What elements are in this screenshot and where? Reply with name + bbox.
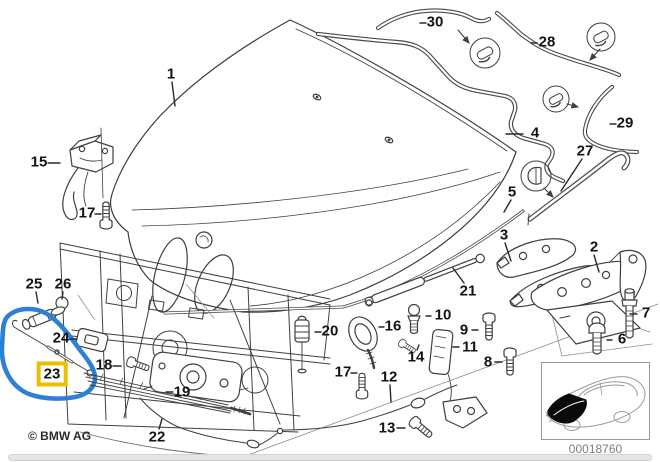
part-label-12[interactable]: 12 xyxy=(380,368,398,386)
highlight-loop xyxy=(0,306,98,401)
grommet-26 xyxy=(50,296,69,322)
part-label-14[interactable]: 14 xyxy=(407,348,425,366)
part-label-19[interactable]: 19 xyxy=(173,383,191,401)
hinge-2 xyxy=(530,249,647,345)
hood-outline xyxy=(109,19,517,314)
part-label-15[interactable]: 15 xyxy=(30,153,48,171)
bolt-9 xyxy=(482,312,496,341)
gas-strut-21 xyxy=(364,253,485,307)
key-16 xyxy=(348,316,378,370)
part-label-16[interactable]: 16 xyxy=(384,317,402,335)
weatherstrip-30 xyxy=(375,8,492,31)
weatherstrip-5 xyxy=(163,209,525,315)
bolt-6 xyxy=(588,322,606,355)
part-label-22[interactable]: 22 xyxy=(148,428,166,446)
part-label-4[interactable]: 4 xyxy=(530,124,540,142)
part-label-17a[interactable]: 17 xyxy=(78,204,96,222)
leader-lines xyxy=(35,22,638,430)
rod-23 xyxy=(12,320,94,377)
part-label-30[interactable]: 30 xyxy=(426,13,444,31)
rubber-buffer-20 xyxy=(294,315,310,374)
part-label-17b[interactable]: 17 xyxy=(334,363,352,381)
weatherstrip-29 xyxy=(582,84,640,155)
part-label-11[interactable]: 11 xyxy=(462,338,478,356)
part-label-24[interactable]: 24 xyxy=(52,329,70,347)
part-label-3[interactable]: 3 xyxy=(499,226,509,244)
horizontal-scrollbar[interactable] xyxy=(8,454,652,461)
part-label-13[interactable]: 13 xyxy=(378,419,396,437)
part-label-9[interactable]: 9 xyxy=(459,321,469,339)
highlighted-hood-area xyxy=(546,393,587,424)
part-label-6[interactable]: 6 xyxy=(617,330,627,348)
vehicle-thumbnail xyxy=(541,362,650,440)
diagram-number: 00018760 xyxy=(568,442,623,456)
cable-assembly xyxy=(83,372,458,449)
part-label-27[interactable]: 27 xyxy=(576,142,594,160)
vehicle-thumbnail-art xyxy=(545,376,646,431)
part-label-7[interactable]: 7 xyxy=(641,304,651,322)
bolt-17b xyxy=(355,372,369,400)
part-label-21[interactable]: 21 xyxy=(459,282,477,300)
detail-callout-strip-end-3 xyxy=(542,85,580,113)
release-lever-11 xyxy=(428,328,488,429)
part-label-28[interactable]: 28 xyxy=(538,33,556,51)
detail-callout-strip-end-1 xyxy=(457,29,501,69)
bolt-8 xyxy=(503,347,517,376)
weatherstrip-4 xyxy=(315,31,566,184)
ball-pin-10 xyxy=(407,303,421,335)
part-label-18[interactable]: 18 xyxy=(95,356,113,374)
part-label-2[interactable]: 2 xyxy=(589,238,599,256)
hood-lock-19 xyxy=(143,351,249,403)
detail-callout-clip xyxy=(520,160,554,198)
part-label-26[interactable]: 26 xyxy=(54,275,72,293)
weatherstrip-28 xyxy=(494,10,622,78)
copyright-text: © BMW AG xyxy=(28,429,92,443)
part-label-29[interactable]: 29 xyxy=(616,114,634,132)
detail-callout-strip-end-2 xyxy=(586,22,616,61)
part-label-10[interactable]: 10 xyxy=(434,306,452,324)
safety-catch-15 xyxy=(62,127,114,221)
part-label-23[interactable]: 23 xyxy=(36,361,68,387)
part-label-5[interactable]: 5 xyxy=(507,183,517,201)
part-label-1[interactable]: 1 xyxy=(166,65,176,83)
molding-27 xyxy=(527,150,631,226)
bolt-13 xyxy=(407,414,436,441)
bolt-7 xyxy=(621,288,638,339)
part-label-20[interactable]: 20 xyxy=(321,322,339,340)
part-label-25[interactable]: 25 xyxy=(25,275,43,293)
part-label-8[interactable]: 8 xyxy=(483,353,493,371)
clip-plate-24 xyxy=(75,327,109,353)
